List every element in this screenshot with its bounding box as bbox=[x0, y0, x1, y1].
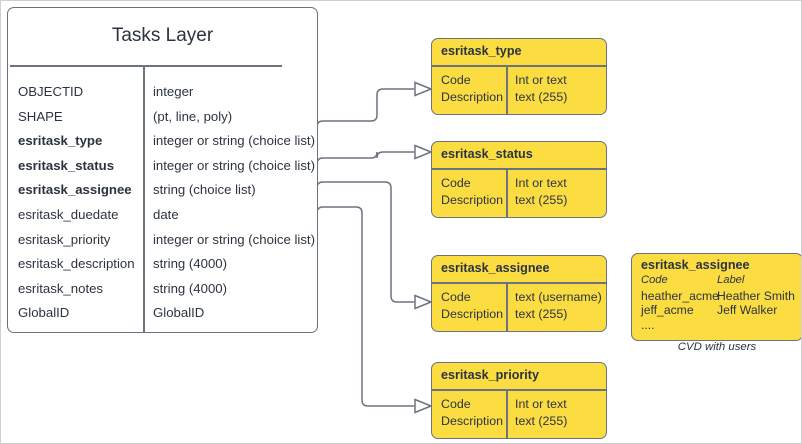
domain-title: esritask_type bbox=[441, 44, 522, 58]
cvd-label: Heather Smith bbox=[717, 288, 795, 303]
column-divider bbox=[143, 65, 145, 332]
cvd-table: Code Label heather_acme Heather Smith je… bbox=[641, 274, 801, 332]
cvd-header-row: Code Label bbox=[641, 274, 801, 289]
domain-right-column: Int or text text (255) bbox=[515, 396, 567, 429]
field-type: GlobalID bbox=[153, 305, 205, 321]
domain-title: esritask_priority bbox=[441, 368, 540, 382]
domain-header-divider bbox=[432, 168, 606, 170]
domain-right-column: Int or text text (255) bbox=[515, 175, 567, 208]
cvd-row: heather_acme Heather Smith bbox=[641, 289, 801, 304]
field-name: GlobalID bbox=[18, 305, 70, 321]
field-type: integer or string (choice list) bbox=[153, 133, 315, 149]
cvd-code: heather_acme bbox=[641, 288, 719, 303]
field-name: esritask_assignee bbox=[18, 182, 132, 198]
domain-column-divider bbox=[506, 168, 508, 217]
domain-column-divider bbox=[506, 65, 508, 114]
field-name: esritask_notes bbox=[18, 280, 104, 296]
domain-left-line: Description bbox=[441, 89, 503, 104]
tasks-layer-table: Tasks Layer OBJECTID integer SHAPE (pt, … bbox=[7, 7, 318, 333]
domain-left-column: Code Description bbox=[441, 396, 503, 429]
field-name: esritask_type bbox=[18, 133, 103, 149]
domain-right-line: text (255) bbox=[515, 89, 568, 104]
domain-right-line: text (255) bbox=[515, 413, 568, 428]
domain-right-line: Int or text bbox=[515, 73, 567, 87]
cvd-row: jeff_acme Jeff Walker bbox=[641, 303, 801, 318]
table-row: esritask_priority integer or string (cho… bbox=[8, 232, 317, 257]
arrowhead-assignee bbox=[414, 294, 433, 310]
cvd-header-code: Code bbox=[641, 274, 668, 286]
cvd-title: esritask_assignee bbox=[641, 258, 750, 272]
domain-box-esritask-assignee: esritask_assignee Code Description text … bbox=[431, 255, 607, 332]
field-name: OBJECTID bbox=[18, 84, 84, 99]
table-row: esritask_notes string (4000) bbox=[8, 281, 317, 306]
domain-header-divider bbox=[432, 389, 606, 391]
domain-right-column: text (username) text (255) bbox=[515, 289, 602, 322]
domain-left-column: Code Description bbox=[441, 72, 503, 105]
domain-left-line: Code bbox=[441, 397, 471, 411]
arrowhead-type bbox=[414, 81, 433, 97]
table-row: esritask_assignee string (choice list) bbox=[8, 182, 317, 207]
table-row: SHAPE (pt, line, poly) bbox=[8, 109, 317, 134]
domain-column-divider bbox=[506, 389, 508, 438]
domain-right-line: text (username) bbox=[515, 290, 602, 304]
page-title: Tasks Layer bbox=[111, 25, 214, 46]
domain-right-line: text (255) bbox=[515, 192, 568, 207]
field-type: string (4000) bbox=[153, 280, 228, 296]
domain-header-divider bbox=[432, 282, 606, 284]
domain-title: esritask_status bbox=[441, 147, 533, 161]
field-name: esritask_priority bbox=[18, 231, 111, 247]
cvd-caption: CVD with users bbox=[677, 341, 757, 353]
table-row: esritask_status integer or string (choic… bbox=[8, 158, 317, 183]
table-row: esritask_description string (4000) bbox=[8, 256, 317, 281]
domain-left-line: Code bbox=[441, 176, 471, 190]
field-type: (pt, line, poly) bbox=[153, 108, 233, 124]
domain-box-esritask-type: esritask_type Code Description Int or te… bbox=[431, 38, 607, 115]
cvd-code: .... bbox=[641, 317, 655, 332]
domain-left-column: Code Description bbox=[441, 289, 503, 322]
arrowhead-priority bbox=[414, 398, 433, 414]
connector-assignee bbox=[316, 181, 414, 303]
domain-left-column: Code Description bbox=[441, 175, 503, 208]
arrowhead-status bbox=[414, 144, 433, 160]
connector-status bbox=[316, 151, 414, 170]
cvd-code: jeff_acme bbox=[641, 303, 694, 317]
title-divider bbox=[10, 65, 282, 67]
field-name: esritask_description bbox=[18, 256, 135, 272]
table-row: esritask_type integer or string (choice … bbox=[8, 133, 317, 158]
domain-right-column: Int or text text (255) bbox=[515, 72, 567, 105]
domain-box-esritask-priority: esritask_priority Code Description Int o… bbox=[431, 362, 607, 439]
cvd-row: .... bbox=[641, 318, 801, 333]
field-type: integer or string (choice list) bbox=[153, 157, 315, 173]
domain-right-line: Int or text bbox=[515, 176, 567, 190]
domain-box-esritask-status: esritask_status Code Description Int or … bbox=[431, 141, 607, 218]
domain-left-line: Description bbox=[441, 306, 503, 321]
table-row: GlobalID GlobalID bbox=[8, 305, 317, 330]
field-name: esritask_duedate bbox=[18, 206, 119, 222]
field-list: OBJECTID integer SHAPE (pt, line, poly) … bbox=[8, 84, 317, 330]
field-name: esritask_status bbox=[18, 157, 115, 173]
field-type: string (choice list) bbox=[153, 182, 256, 198]
domain-left-line: Code bbox=[441, 290, 471, 304]
domain-title: esritask_assignee bbox=[441, 261, 550, 275]
table-row: esritask_duedate date bbox=[8, 207, 317, 232]
field-type: string (4000) bbox=[153, 256, 228, 272]
domain-header-divider bbox=[432, 65, 606, 67]
domain-left-line: Description bbox=[441, 413, 503, 428]
domain-right-line: Int or text bbox=[515, 397, 567, 411]
table-row: OBJECTID integer bbox=[8, 84, 317, 109]
domain-column-divider bbox=[506, 282, 508, 331]
field-name: SHAPE bbox=[18, 108, 63, 124]
field-type: integer bbox=[153, 84, 194, 99]
cvd-sample-box: esritask_assignee Code Label heather_acm… bbox=[631, 253, 801, 341]
connector-priority bbox=[316, 206, 414, 407]
field-type: integer or string (choice list) bbox=[153, 231, 315, 247]
field-type: date bbox=[153, 206, 179, 222]
domain-left-line: Code bbox=[441, 73, 471, 87]
domain-left-line: Description bbox=[441, 192, 503, 207]
cvd-header-label: Label bbox=[717, 274, 745, 286]
connector-type bbox=[316, 88, 414, 145]
domain-right-line: text (255) bbox=[515, 306, 568, 321]
cvd-label: Jeff Walker bbox=[717, 303, 778, 317]
